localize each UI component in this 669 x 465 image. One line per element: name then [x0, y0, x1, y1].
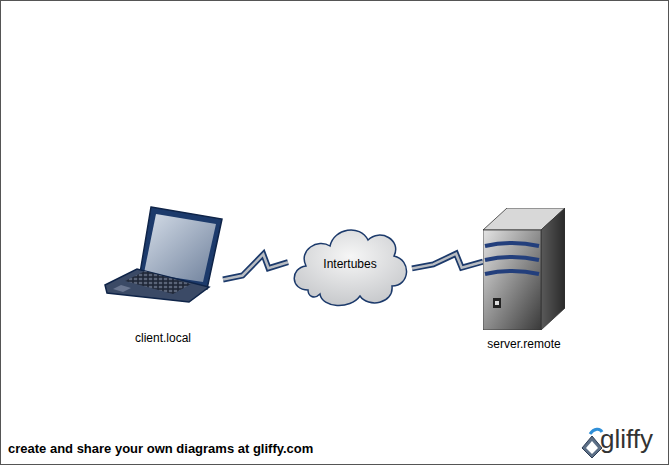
- watermark-text: create and share your own diagrams at gl…: [8, 441, 313, 456]
- laptop-node: client.local: [103, 205, 223, 303]
- node-shape: [103, 205, 223, 303]
- link-core: [223, 254, 288, 279]
- device-label: client.local: [135, 331, 191, 345]
- server-node: server.remote: [483, 208, 565, 330]
- device-label: server.remote: [487, 337, 560, 351]
- cloud-node: Intertubes: [288, 220, 412, 308]
- node-shape: [483, 208, 565, 330]
- node-label: Intertubes: [323, 257, 376, 271]
- link-outline: [223, 254, 288, 279]
- network-link: [412, 254, 483, 269]
- link-core: [412, 254, 483, 269]
- brand-logo-text: gliffy: [600, 424, 653, 455]
- network-link: [223, 254, 288, 279]
- gliffy-icon: [582, 429, 602, 458]
- link-outline: [412, 254, 483, 269]
